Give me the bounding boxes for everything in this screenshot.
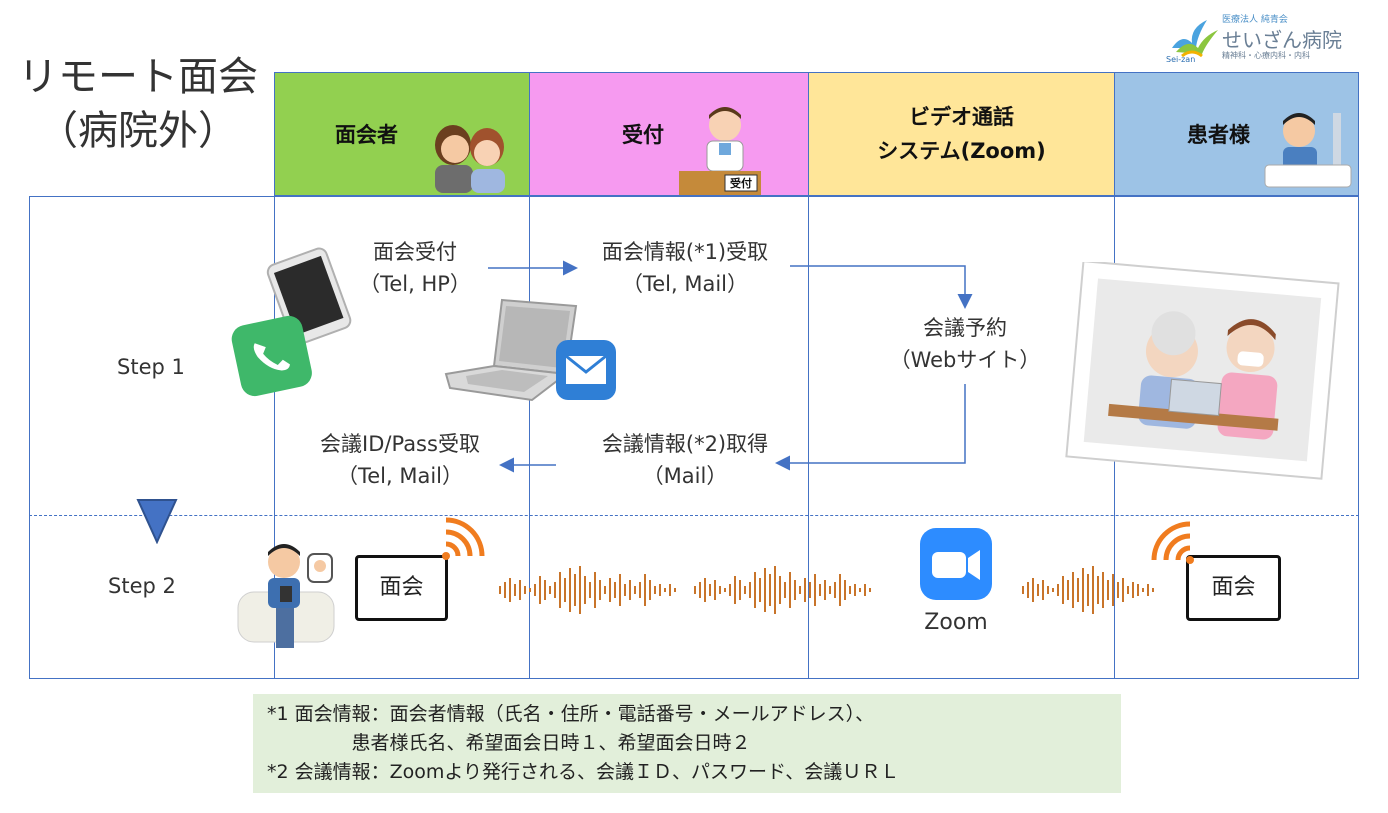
wifi-icon <box>442 517 485 560</box>
header-visitor: 面会者 <box>274 72 530 196</box>
title-line1: リモート面会 <box>18 54 258 100</box>
svg-text:Sei-zan: Sei-zan <box>1166 55 1195 64</box>
logo-mark-icon: Sei-zan <box>1166 20 1218 64</box>
receptionist-icon: 受付 <box>679 107 761 195</box>
hospital-logo: Sei-zan 医療法人 純青会 せいざん病院 精神科・心療内科・内科 <box>1162 8 1362 68</box>
step1-label: Step 1 <box>117 355 185 379</box>
column-divider <box>274 196 275 679</box>
patient-meeting-screen: 面会 <box>1186 555 1281 621</box>
header-reception-label: 受付 <box>622 123 664 147</box>
step2-label: Step 2 <box>108 574 176 598</box>
wifi-icon <box>1151 521 1194 564</box>
header-visitor-label: 面会者 <box>335 123 398 147</box>
patient-icon <box>1264 113 1352 188</box>
header-video-label-line2: システム(Zoom) <box>877 139 1046 163</box>
sound-wave-right <box>1022 566 1154 614</box>
flow-credentials: 会議ID/Pass受取 （Tel, Mail） <box>320 432 480 488</box>
header-reception: 受付 受付 <box>529 72 809 196</box>
arrow-reserve-to-acquire <box>775 384 966 471</box>
column-divider <box>529 196 530 679</box>
logo-small-text: 医療法人 純青会 <box>1222 15 1288 25</box>
flow-reserve: 会議予約 （Webサイト） <box>889 316 1041 372</box>
footnote-2: *2 会議情報：Zoomより発行される、会議ＩＤ、パスワード、会議ＵＲＬ <box>267 761 900 783</box>
phone-icon <box>231 315 312 397</box>
logo-subtext: 精神科・心療内科・内科 <box>1222 51 1310 60</box>
header-video-system: ビデオ通話 システム(Zoom) <box>808 72 1115 196</box>
title-line2: （病院外） <box>38 108 238 154</box>
down-triangle-icon <box>136 499 178 544</box>
page-title: リモート面会 （病院外） <box>8 50 268 158</box>
footnotes: *1 面会情報：面会者情報（氏名・住所・電話番号・メールアドレス）、 患者様氏名… <box>253 694 1121 793</box>
step-separator <box>29 515 1359 516</box>
arrow-receive-to-reserve <box>790 265 973 309</box>
footnote-1: *1 面会情報：面会者情報（氏名・住所・電話番号・メールアドレス）、 <box>267 703 875 725</box>
flow-grid <box>29 196 1359 679</box>
zoom-label: Zoom <box>924 610 988 635</box>
flow-acquire: 会議情報(*2)取得 （Mail） <box>601 432 769 488</box>
header-patient: 患者様 <box>1114 72 1359 196</box>
visitor-couple-icon <box>435 125 505 193</box>
visitor-meeting-screen: 面会 <box>355 555 448 621</box>
photo-icon <box>1065 262 1340 480</box>
logo-name: せいざん病院 <box>1222 28 1342 52</box>
reception-sign-text: 受付 <box>730 176 752 190</box>
header-patient-label: 患者様 <box>1187 123 1250 147</box>
person-with-phone-icon <box>237 544 335 648</box>
laptop-icon <box>444 298 578 402</box>
footnote-1-cont: 患者様氏名、希望面会日時１、希望面会日時２ <box>267 732 751 754</box>
mail-icon <box>556 340 616 400</box>
sound-wave-left <box>499 565 871 615</box>
zoom-icon[interactable] <box>918 526 994 602</box>
column-divider <box>808 196 809 679</box>
flow-request: 面会受付 （Tel, HP） <box>359 240 471 296</box>
header-video-label-line1: ビデオ通話 <box>909 105 1014 129</box>
flow-receive: 面会情報(*1)受取 （Tel, Mail） <box>601 240 769 296</box>
